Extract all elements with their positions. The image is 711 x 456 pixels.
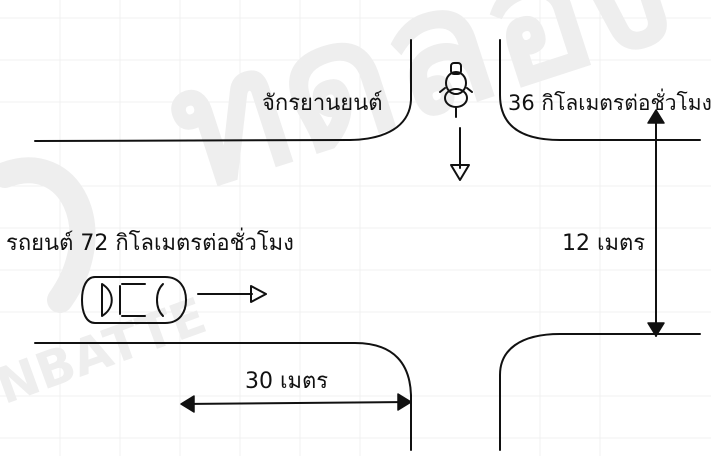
- motorcycle-direction-arrow: [450, 127, 470, 181]
- road-edge-bottom-right: [499, 333, 701, 451]
- car-icon: [81, 276, 187, 324]
- car-speed-label: รถยนต์ 72 กิโลเมตรต่อชั่วโมง: [6, 231, 294, 256]
- vertical-distance-label: 12 เมตร: [562, 231, 646, 256]
- motorcycle-icon: [439, 62, 473, 118]
- road-edge-top-right: [499, 39, 701, 141]
- motorcycle-label: จักรยานยนต์: [262, 91, 383, 116]
- vertical-arrowhead-top: [647, 109, 665, 124]
- vertical-arrowhead-bottom: [647, 322, 665, 337]
- horizontal-arrowhead-left: [180, 395, 195, 413]
- motorcycle-speed-label: 36 กิโลเมตรต่อชั่วโมง: [508, 91, 711, 115]
- horizontal-dimension-line: [181, 401, 411, 405]
- road-edge-top-left: [34, 39, 412, 142]
- horizontal-arrowhead-right: [397, 393, 412, 411]
- road-edge-bottom-left: [34, 342, 412, 451]
- horizontal-distance-label: 30 เมตร: [245, 369, 329, 394]
- car-direction-arrow: [197, 285, 267, 303]
